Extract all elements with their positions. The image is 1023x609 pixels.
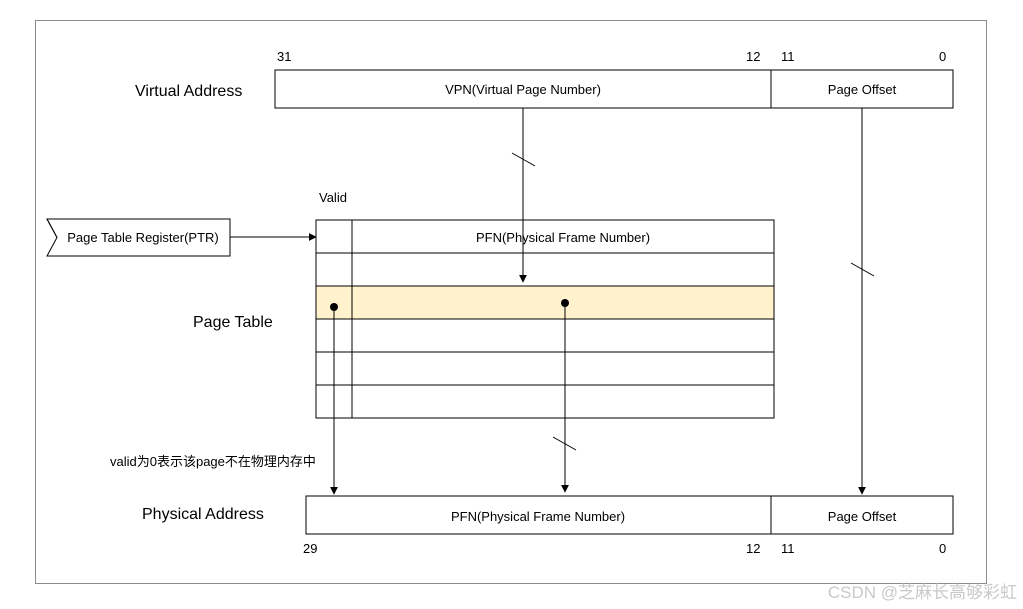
ptr-label: Page Table Register(PTR) — [67, 230, 219, 245]
physical-bit-29: 29 — [303, 541, 317, 556]
page-table-selected-row — [315, 285, 775, 320]
valid-label: Valid — [319, 190, 347, 205]
watermark: CSDN @芝麻长高够彩虹 — [827, 583, 1017, 602]
page-table-label: Page Table — [193, 314, 273, 331]
physical-pfn-label: PFN(Physical Frame Number) — [451, 509, 625, 524]
pfn-bus-slash — [552, 436, 577, 451]
vpn-label: VPN(Virtual Page Number) — [445, 82, 601, 97]
page-table-header: PFN(Physical Frame Number) — [476, 230, 650, 245]
virtual-bit-11: 11 — [781, 49, 795, 64]
virtual-bit-31: 31 — [277, 49, 291, 64]
diagram-frame — [35, 20, 987, 584]
offset-bus-slash — [850, 262, 875, 277]
physical-bit-11: 11 — [781, 541, 795, 556]
virtual-bit-0: 0 — [939, 49, 946, 64]
virtual-address-label: Virtual Address — [135, 83, 242, 100]
virtual-offset-label: Page Offset — [828, 82, 897, 97]
physical-offset-label: Page Offset — [828, 509, 897, 524]
physical-address-label: Physical Address — [142, 506, 264, 523]
valid-note: valid为0表示该page不在物理内存中 — [110, 454, 316, 469]
physical-offset-field — [770, 495, 954, 535]
ptr-notch — [46, 218, 58, 238]
vpn-bus-slash — [511, 152, 536, 167]
virtual-bit-12: 12 — [746, 49, 760, 64]
virtual-offset-field — [770, 69, 954, 109]
physical-bit-12: 12 — [746, 541, 760, 556]
physical-bit-0: 0 — [939, 541, 946, 556]
